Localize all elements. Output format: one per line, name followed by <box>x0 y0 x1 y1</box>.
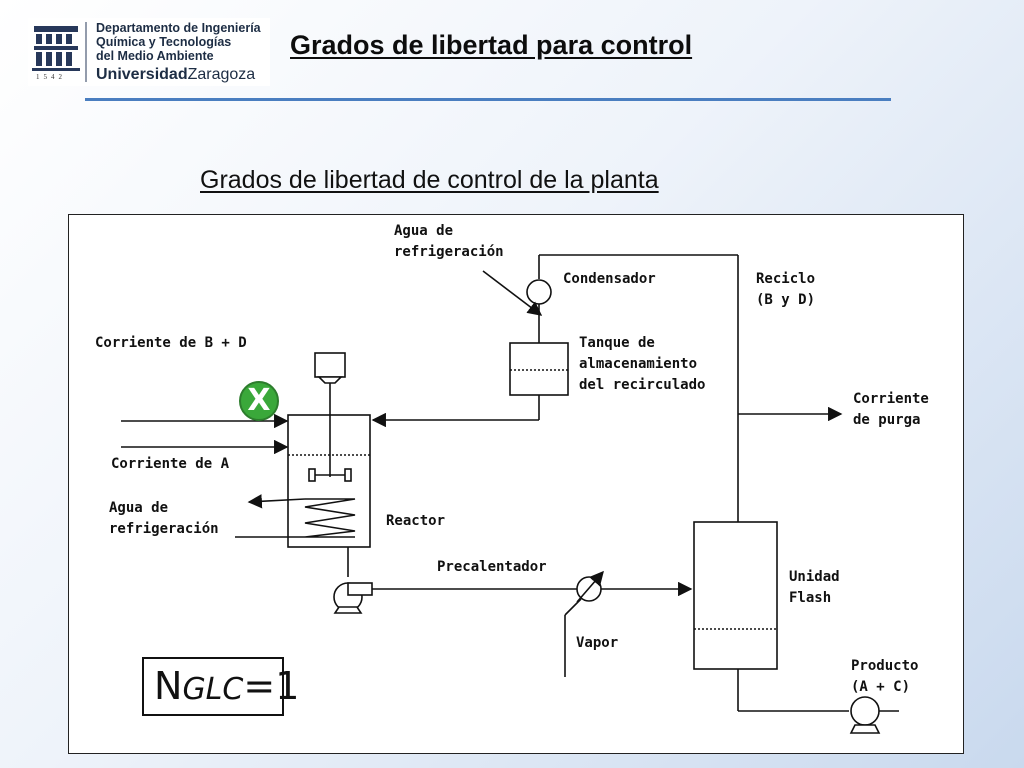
title-divider <box>85 98 891 101</box>
process-flow-diagram: Agua de refrigeración Condensador Recicl… <box>68 214 964 754</box>
steam-label: Vapor <box>576 635 619 651</box>
stream-a-label: Corriente de A <box>111 456 230 472</box>
university-logo: 1542 Departamento de Ingeniería Química … <box>28 18 270 86</box>
seal-year: 1542 <box>36 73 66 81</box>
cooling-coil <box>304 498 356 538</box>
flash-unit-label: Unidad Flash <box>789 569 840 606</box>
preheater-label: Precalentador <box>437 559 547 575</box>
university-seal-icon <box>32 22 87 82</box>
product-pump <box>850 696 880 726</box>
recycle-label: Reciclo (B y D) <box>756 271 816 308</box>
diagram-subtitle: Grados de libertad de control de la plan… <box>200 166 659 194</box>
condenser-label: Condensador <box>563 271 656 287</box>
reactor-label: Reactor <box>386 513 446 529</box>
condenser <box>526 279 552 305</box>
diagram-drawing <box>121 254 899 734</box>
page-title: Grados de libertad para control <box>290 30 693 60</box>
storage-tank-label: Tanque de almacenamiento del recirculado <box>579 335 706 393</box>
flash-unit <box>693 521 778 670</box>
purge-label: Corriente de purga <box>853 391 929 428</box>
university-name: UniversidadZaragoza <box>96 66 256 83</box>
cooling-water-reactor-label: Agua de refrigeración <box>109 500 219 537</box>
cooling-water-top-label: Agua de refrigeración <box>394 223 504 260</box>
department-name: Departamento de Ingeniería Química y Tec… <box>96 21 261 63</box>
control-degree-marker: X <box>239 381 279 421</box>
product-label: Producto (A + C) <box>851 658 919 695</box>
reactor-vessel <box>287 414 371 548</box>
stream-bd-label: Corriente de B + D <box>95 335 247 351</box>
agitator-motor <box>314 352 346 378</box>
degrees-of-freedom-box: NGLC=1 <box>142 657 299 716</box>
recycle-storage-tank <box>509 342 569 396</box>
